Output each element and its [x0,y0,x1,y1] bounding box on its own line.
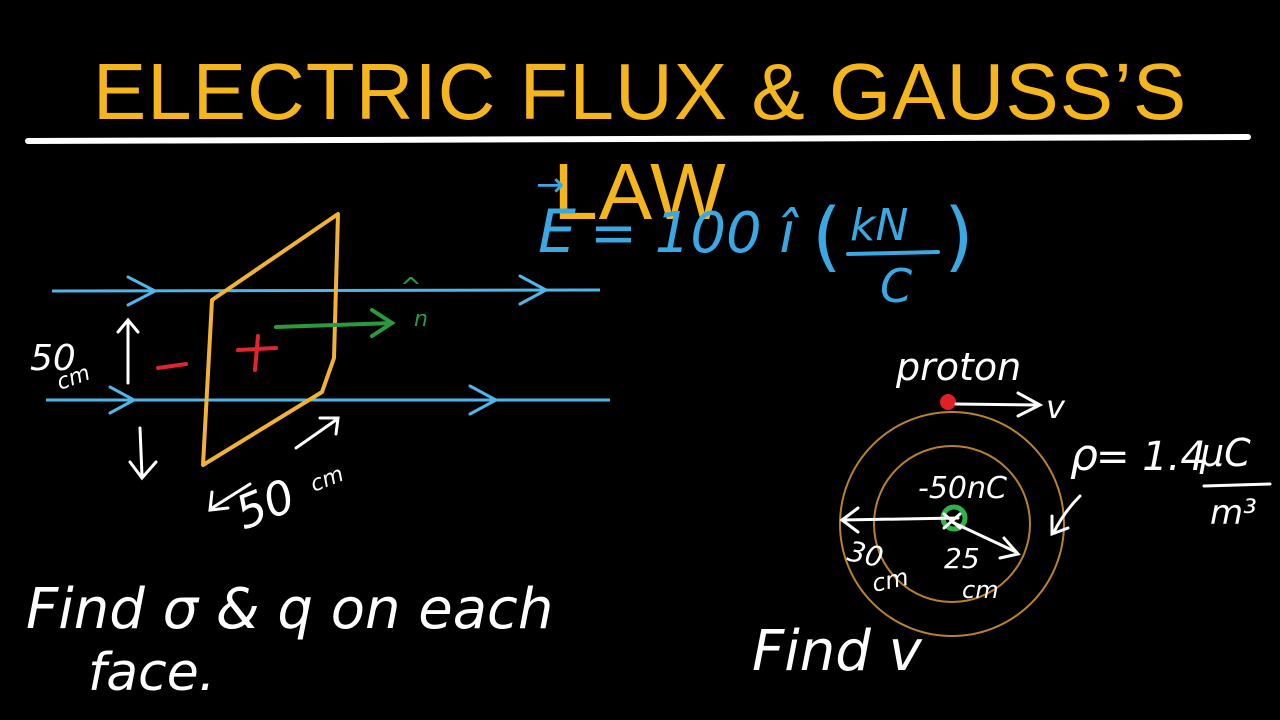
width-arrow-down-shaft [210,482,252,510]
center-x-mark-b [942,512,962,530]
density-unit-denominator: m³ [1210,493,1257,533]
minus-sign-mark [156,362,188,370]
normal-vector-arrowhead [370,308,396,338]
normal-vector [274,321,394,329]
velocity-label: v [1046,388,1066,426]
velocity-arrow-head [1016,391,1044,418]
right-prompt: Find v [752,619,923,684]
density-symbol: ρ [1070,430,1098,481]
density-pointer-head [1050,514,1070,537]
plus-sign-vertical [253,334,260,372]
title-underline [25,134,1251,144]
density-pointer-arrow [1052,494,1082,534]
unit-close-paren: ) [944,191,974,280]
field-line-top [51,288,601,293]
density-fraction-bar [1202,482,1272,488]
unit-open-paren: ( [812,191,842,280]
center-charge-label: -50nC [918,471,1007,506]
velocity-arrow-shaft [954,402,1040,407]
inner-radius-unit: cm [962,576,999,604]
left-prompt-line-1: Find σ & q on each [26,577,553,642]
unit-numerator: kN [850,200,908,251]
unit-denominator: C [880,259,912,313]
equation-rhs: = 100 î [590,201,799,266]
inner-radius-value: 25 [944,542,980,575]
flat-surface-plate [201,212,340,467]
normal-label: n [414,307,428,332]
height-arrow-down-shaft [138,426,144,478]
width-value: 50 [228,468,303,540]
vector-arrow-symbol: → [536,165,565,205]
width-arrow-up-shaft [294,418,338,450]
height-arrow-up-head [116,317,140,334]
equation-lhs: E [538,197,576,267]
field-arrow-top-left [126,275,159,307]
field-arrow-top-right [518,274,550,306]
density-value: = 1.4 [1096,434,1206,480]
width-unit: cm [307,462,347,498]
outer-radius-arrow-shaft [840,516,960,522]
normal-hat: ^ [400,273,422,303]
slide-title: ELECTRIC FLUX & GAUSS’S LAW [92,47,1188,236]
density-unit-numerator: μC [1199,431,1251,475]
unit-fraction-bar [846,250,940,256]
proton-label: proton [895,345,1021,389]
field-lines [46,274,610,416]
width-arrow-up-head [318,416,340,436]
field-arrow-bottom-right [468,384,500,416]
inner-radius-arrow-shaft [950,520,1018,554]
field-arrow-bottom-left [108,385,138,415]
outer-radius-arrow-head [839,506,860,534]
inner-radius-arrow-head [998,536,1021,560]
width-arrow-down-head [208,490,230,512]
proton-dot [940,394,956,410]
height-value: 50 [30,338,76,379]
left-prompt-line-2: face. [88,643,215,703]
outer-shell [839,411,1065,637]
outer-radius-value: 30 [845,535,887,575]
inner-shell [873,445,1031,603]
height-arrow-down-head [128,460,158,481]
